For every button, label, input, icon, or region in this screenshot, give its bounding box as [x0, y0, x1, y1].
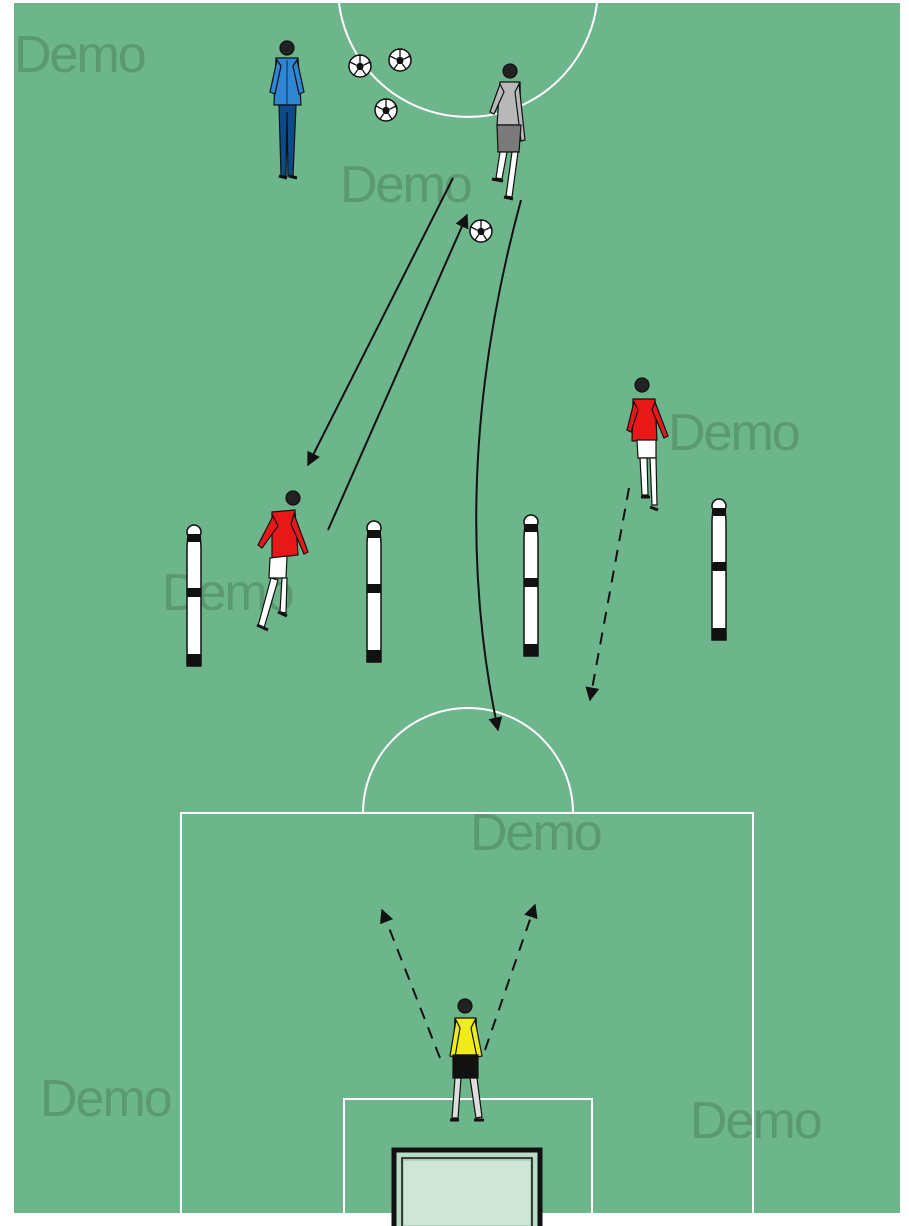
watermark-text: Demo: [40, 1070, 171, 1128]
watermark-text: Demo: [470, 804, 601, 862]
soccer-ball-icon: [349, 55, 371, 77]
watermark-text: Demo: [690, 1092, 821, 1150]
mannequin-icon: [367, 521, 381, 662]
mannequin-icon: [712, 499, 726, 640]
watermark-text: Demo: [668, 404, 799, 462]
soccer-ball-icon: [389, 49, 411, 71]
goal-icon: [394, 1150, 540, 1226]
mannequin-icon: [187, 525, 201, 666]
watermark-text: Demo: [340, 156, 471, 214]
mannequin-icon: [524, 515, 538, 656]
watermark-text: Demo: [14, 26, 145, 84]
soccer-ball-icon: [470, 220, 492, 242]
soccer-ball-icon: [375, 99, 397, 121]
